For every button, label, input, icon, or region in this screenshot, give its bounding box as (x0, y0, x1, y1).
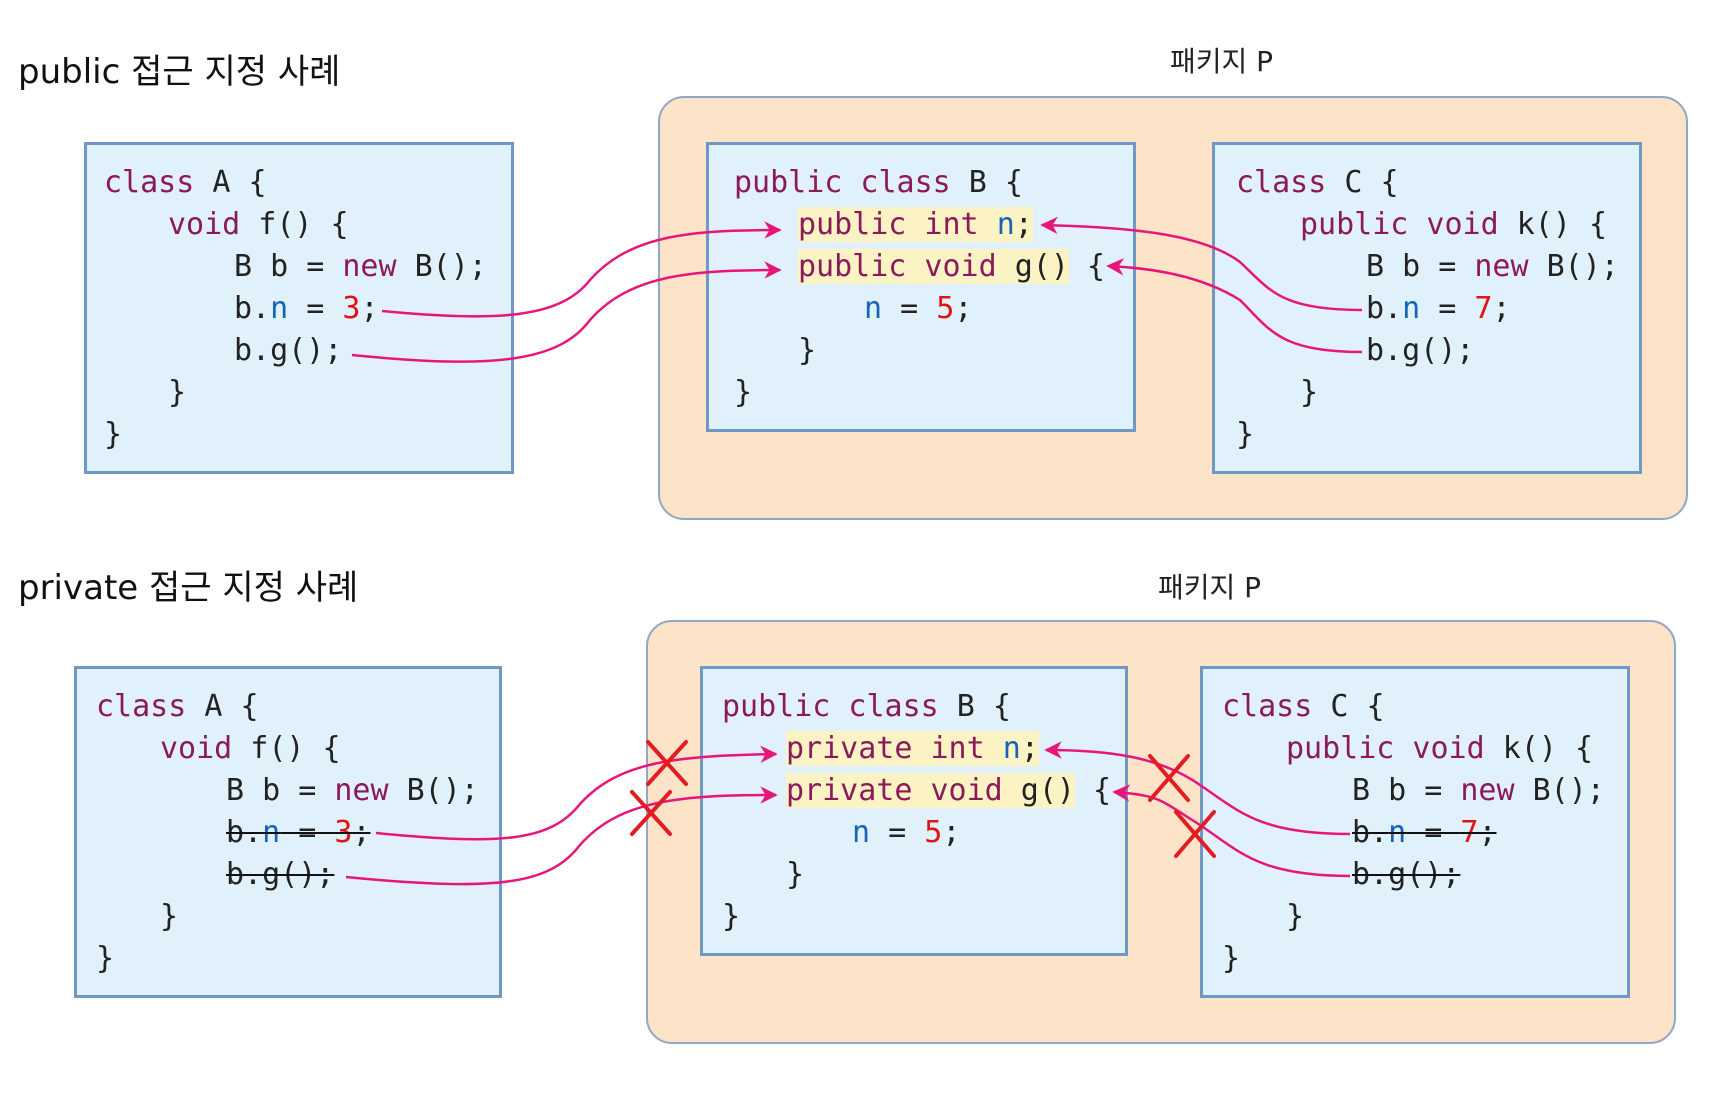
code-line: B b = new B(); (1352, 773, 1605, 808)
code-line: void f() { (168, 207, 349, 242)
private-class-c-code: class C { public void k() { B b = new B(… (1222, 686, 1622, 986)
code-line: } (168, 375, 187, 410)
code-line: class C { (1236, 165, 1399, 200)
code-line: class A { (96, 689, 259, 724)
code-line: public class B { (722, 689, 1011, 724)
code-line: B b = new B(); (226, 773, 479, 808)
code-line: } (96, 941, 115, 976)
code-line: } (160, 899, 179, 934)
private-class-b-code: public class B { private int n; private … (722, 686, 1122, 946)
public-c-method-call-line: b.g(); (1366, 333, 1475, 368)
code-line: void f() { (160, 731, 341, 766)
public-class-c-code: class C { public void k() { B b = new B(… (1236, 162, 1636, 462)
code-line: } (1222, 941, 1241, 976)
private-section-title: private 접근 지정 사례 (18, 568, 359, 608)
code-line: } (798, 333, 817, 368)
public-section-title: public 접근 지정 사례 (18, 52, 341, 92)
package-label-public: 패키지 P (1170, 45, 1274, 78)
public-a-method-call-line: b.g(); (234, 333, 343, 368)
code-line: } (786, 857, 805, 892)
private-a-field-access-line-invalid: b.n = 3; (226, 815, 371, 850)
code-line: B b = new B(); (234, 249, 487, 284)
public-class-a-code: class A { void f() { B b = new B(); b.n … (104, 162, 504, 462)
code-line: } (1300, 375, 1319, 410)
code-line: public void k() { (1286, 731, 1594, 766)
public-b-field-decl: public int n; (798, 207, 1033, 242)
public-a-field-access-line: b.n = 3; (234, 291, 379, 326)
code-line: n = 5; (864, 291, 973, 326)
public-b-method-decl: public void g() { (798, 249, 1106, 284)
private-c-field-access-line-invalid: b.n = 7; (1352, 815, 1497, 850)
code-line: class C { (1222, 689, 1385, 724)
private-b-field-decl: private int n; (786, 731, 1039, 766)
public-c-field-access-line: b.n = 7; (1366, 291, 1511, 326)
code-line: } (734, 375, 753, 410)
private-b-method-decl: private void g() { (786, 773, 1112, 808)
code-line: public void k() { (1300, 207, 1608, 242)
public-class-b-code: public class B { public int n; public vo… (734, 162, 1134, 422)
code-line: } (1286, 899, 1305, 934)
package-label-private: 패키지 P (1158, 571, 1262, 604)
private-c-method-call-line-invalid: b.g(); (1352, 857, 1461, 892)
code-line: } (104, 417, 123, 452)
private-a-method-call-line-invalid: b.g(); (226, 857, 335, 892)
code-line: n = 5; (852, 815, 961, 850)
code-line: public class B { (734, 165, 1023, 200)
code-line: } (1236, 417, 1255, 452)
code-line: B b = new B(); (1366, 249, 1619, 284)
private-class-a-code: class A { void f() { B b = new B(); b.n … (96, 686, 496, 986)
code-line: class A { (104, 165, 267, 200)
code-line: } (722, 899, 741, 934)
